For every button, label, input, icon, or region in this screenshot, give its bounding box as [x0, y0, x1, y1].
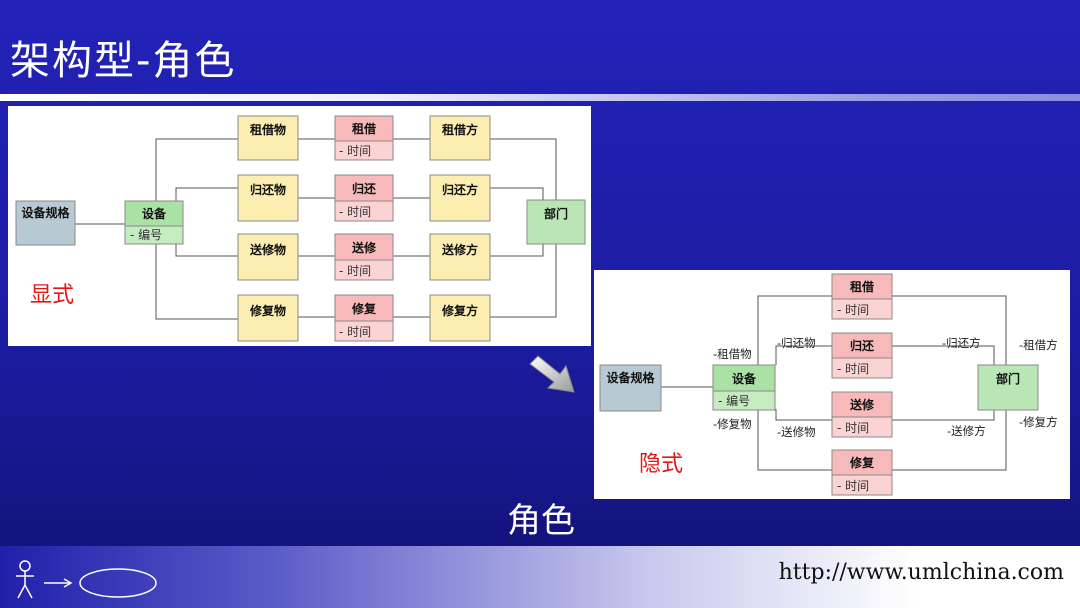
implicit-event-label: 修复 [849, 455, 875, 470]
footer-url: http://www.umlchina.com [778, 560, 1064, 585]
explicit-event-attr: - 时间 [339, 325, 371, 339]
implicit-event-2: 归还 - 时间 [831, 332, 893, 379]
explicit-party-2: 归还方 [429, 174, 491, 222]
explicit-event-attr: - 时间 [339, 144, 371, 158]
title-divider [0, 94, 1080, 101]
implicit-right-role: -归还方 [942, 336, 981, 350]
explicit-thing-3: 送修物 [237, 233, 299, 281]
usecase-logo-icon [16, 560, 157, 599]
implicit-event-3: 送修 - 时间 [831, 391, 893, 438]
implicit-device-node: 设备 - 编号 [712, 364, 776, 411]
explicit-dept-label: 部门 [544, 206, 568, 221]
implicit-event-attr: - 时间 [837, 303, 869, 317]
explicit-spec-label: 设备规格 [21, 205, 70, 220]
implicit-event-4: 修复 - 时间 [831, 449, 893, 496]
explicit-thing-label: 送修物 [249, 242, 286, 257]
implicit-diagram-panel: 设备规格 设备 - 编号 租借 - 时间 归还 - 时间 [594, 270, 1070, 499]
implicit-event-label: 归还 [850, 338, 875, 353]
explicit-event-2: 归还 - 时间 [334, 174, 394, 222]
explicit-party-label: 送修方 [441, 242, 478, 257]
implicit-right-role: -送修方 [947, 424, 986, 438]
explicit-party-label: 归还方 [442, 182, 478, 197]
implicit-left-role: -归还物 [777, 336, 816, 350]
implicit-left-role: -送修物 [777, 425, 816, 439]
explicit-party-label: 修复方 [441, 303, 478, 318]
footer-bar: http://www.umlchina.com [0, 546, 1080, 608]
implicit-connectors [661, 295, 1007, 471]
implicit-event-attr: - 时间 [837, 362, 869, 376]
explicit-thing-2: 归还物 [237, 174, 299, 222]
implicit-device-label: 设备 [732, 371, 757, 386]
implicit-left-role: -修复物 [713, 417, 752, 431]
implicit-diagram: 设备规格 设备 - 编号 租借 - 时间 归还 - 时间 [599, 273, 1058, 496]
explicit-spec-node: 设备规格 [15, 200, 76, 246]
explicit-event-label: 送修 [351, 240, 377, 255]
explicit-event-4: 修复 - 时间 [334, 294, 394, 342]
implicit-right-role: -修复方 [1019, 415, 1058, 429]
explicit-label: 显式 [30, 283, 74, 308]
implicit-dept-node: 部门 [977, 364, 1039, 411]
implicit-event-attr: - 时间 [837, 421, 869, 435]
explicit-diagram: 设备规格 设备 - 编号 租借物 归还物 送修物 [15, 115, 586, 342]
implicit-device-attr: - 编号 [718, 393, 750, 408]
transform-arrow-icon [529, 355, 575, 393]
implicit-spec-node: 设备规格 [599, 364, 662, 412]
implicit-right-role: -租借方 [1019, 338, 1058, 352]
explicit-device-attr: - 编号 [130, 227, 162, 242]
implicit-label: 隐式 [639, 452, 683, 477]
explicit-party-1: 租借方 [429, 115, 491, 161]
explicit-diagram-panel: 设备规格 设备 - 编号 租借物 归还物 送修物 [8, 106, 591, 346]
page-title: 架构型-角色 [10, 38, 237, 84]
explicit-party-label: 租借方 [442, 122, 478, 137]
explicit-event-label: 归还 [352, 181, 377, 196]
explicit-thing-label: 租借物 [250, 122, 286, 137]
implicit-event-1: 租借 - 时间 [831, 273, 893, 320]
implicit-event-attr: - 时间 [837, 479, 869, 493]
explicit-device-node: 设备 - 编号 [124, 200, 184, 245]
explicit-party-4: 修复方 [429, 294, 491, 342]
explicit-event-1: 租借 - 时间 [334, 115, 394, 161]
explicit-event-label: 租借 [352, 121, 376, 136]
implicit-left-role: -租借物 [713, 347, 752, 361]
roles-caption: 角色 [507, 501, 575, 541]
explicit-thing-label: 归还物 [250, 182, 286, 197]
explicit-thing-1: 租借物 [237, 115, 299, 161]
explicit-event-label: 修复 [351, 301, 377, 316]
explicit-thing-4: 修复物 [237, 294, 299, 342]
explicit-party-3: 送修方 [429, 233, 491, 281]
explicit-event-attr: - 时间 [339, 205, 371, 219]
implicit-spec-label: 设备规格 [606, 370, 655, 385]
implicit-event-label: 送修 [849, 397, 875, 412]
implicit-event-label: 租借 [850, 279, 874, 294]
explicit-connectors [75, 138, 557, 320]
explicit-dept-node: 部门 [526, 199, 586, 245]
explicit-thing-label: 修复物 [249, 303, 286, 318]
implicit-dept-label: 部门 [996, 371, 1020, 386]
explicit-event-3: 送修 - 时间 [334, 233, 394, 281]
explicit-event-attr: - 时间 [339, 264, 371, 278]
explicit-device-label: 设备 [142, 206, 167, 221]
